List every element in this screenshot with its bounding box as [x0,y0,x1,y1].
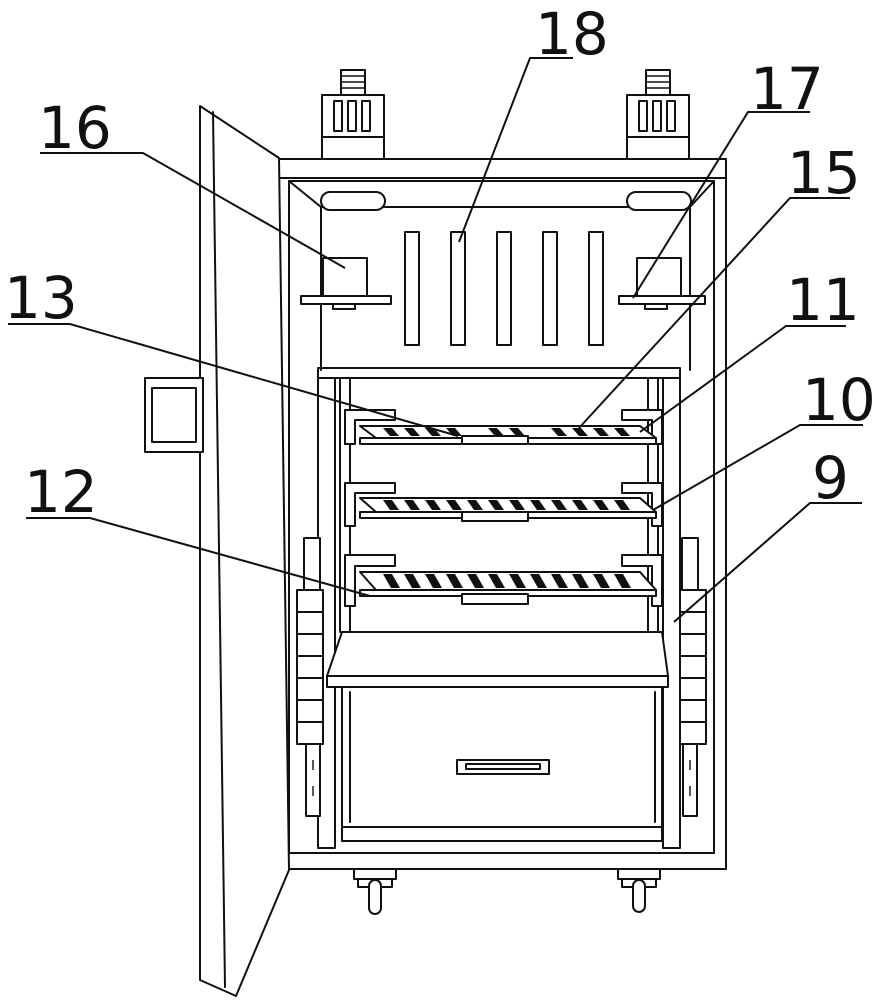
label-11: 11 [786,266,860,334]
label-9: 9 [812,444,849,512]
side-column-right [679,537,707,817]
leader-lines [8,57,863,623]
tray-2 [344,482,663,527]
label-10: 10 [802,366,876,434]
cabinet-door [144,105,290,997]
lamp-right [626,191,692,211]
drawer [326,631,669,842]
label-13: 13 [4,264,78,332]
top-fixture-right [626,69,690,160]
vent-slots [404,231,604,346]
caster-left [353,868,397,915]
side-column-left [296,537,324,817]
lamp-left [320,191,386,211]
top-fixture-left [321,69,385,160]
bracket-right [618,257,706,310]
label-15: 15 [787,139,861,207]
label-17: 17 [750,55,824,123]
reference-labels: 18 17 16 15 13 11 10 12 9 [4,0,876,526]
label-18: 18 [535,0,609,68]
label-16: 16 [38,94,112,162]
bracket-left [300,257,392,310]
label-12: 12 [24,458,98,526]
caster-right [617,868,661,913]
tray-1 [344,409,663,445]
tray-3 [344,554,663,607]
